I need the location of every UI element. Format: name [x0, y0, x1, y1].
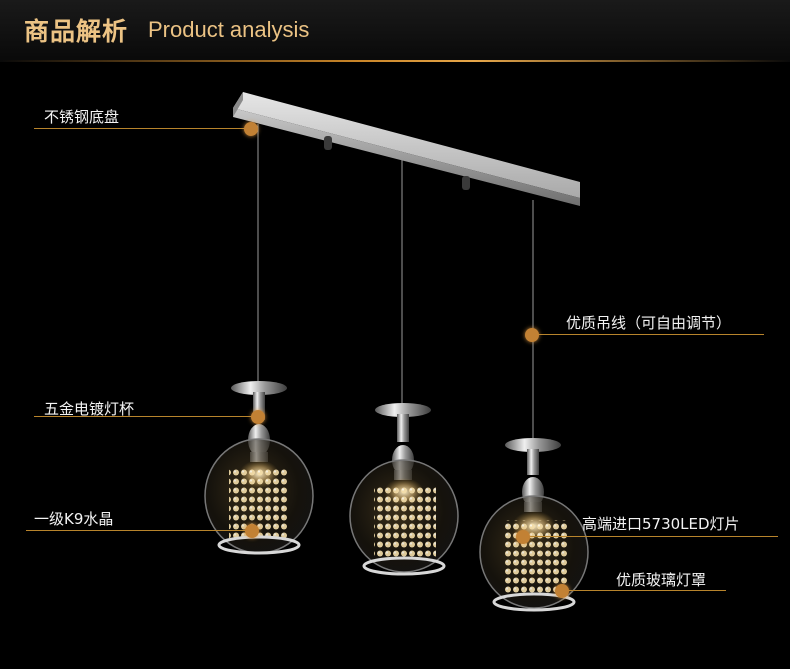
product-stage — [0, 62, 790, 669]
pendant-lamp-left — [204, 381, 314, 555]
marker-crystal — [245, 524, 259, 538]
label-led: 高端进口5730LED灯片 — [582, 515, 740, 533]
marker-base-plate — [244, 122, 258, 136]
marker-glass — [555, 584, 569, 598]
leader-glass — [560, 590, 726, 591]
leader-base-plate — [34, 128, 252, 129]
label-cable: 优质吊线（可自由调节） — [566, 314, 732, 332]
stainless-base-plate — [233, 92, 580, 206]
pendant-lamp-right — [479, 438, 589, 612]
page-title-cn: 商品解析 — [24, 17, 129, 46]
header-bar — [0, 0, 790, 62]
marker-led — [516, 530, 530, 544]
marker-cup — [251, 410, 265, 424]
label-cup: 五金电镀灯杯 — [44, 400, 135, 418]
leader-cup — [34, 416, 258, 417]
label-base-plate: 不锈钢底盘 — [44, 108, 120, 126]
label-glass: 优质玻璃灯罩 — [616, 571, 707, 589]
marker-cable — [525, 328, 539, 342]
leader-cable — [532, 334, 764, 335]
label-crystal: 一级K9水晶 — [34, 510, 114, 528]
pendant-lamp-illustration — [204, 92, 589, 612]
pendant-lamp-middle — [349, 403, 459, 576]
hanging-cables — [257, 124, 534, 443]
page-title-en: Product analysis — [148, 17, 310, 42]
leader-led — [520, 536, 778, 537]
leader-crystal — [26, 530, 252, 531]
header-divider — [0, 60, 790, 62]
